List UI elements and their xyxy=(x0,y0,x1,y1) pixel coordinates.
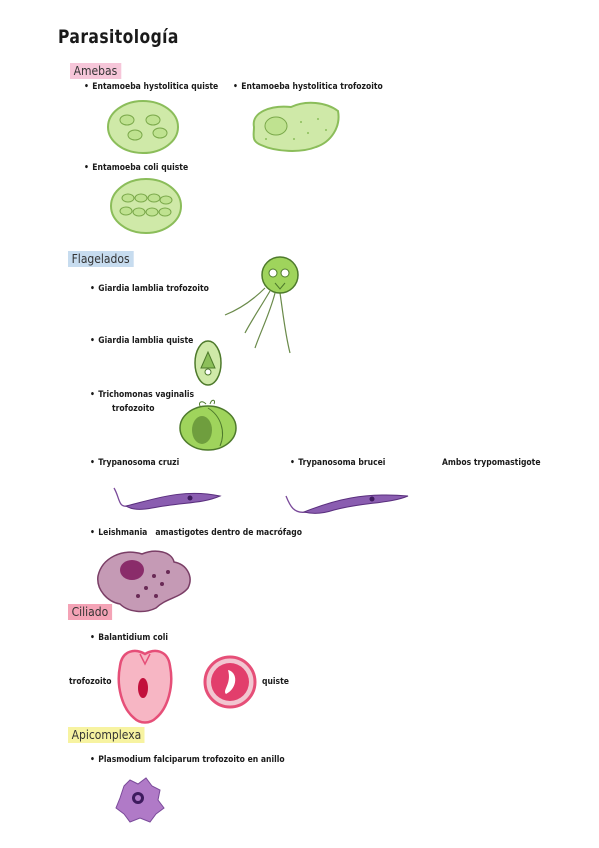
item-trypanosoma-brucei: •Trypanosoma brucei xyxy=(290,458,386,468)
bullet: • xyxy=(90,336,95,346)
section-flagelados: Flagelados xyxy=(68,251,134,267)
plasmodium-drawing xyxy=(115,777,165,823)
bullet: • xyxy=(90,633,95,643)
section-apicomplexa: Apicomplexa xyxy=(68,727,145,743)
bullet: • xyxy=(90,528,95,538)
coli-cyst-drawing xyxy=(110,178,182,234)
bullet: • xyxy=(90,390,95,400)
giardia-trophozoite-drawing xyxy=(224,256,299,354)
bullet: • xyxy=(84,82,89,92)
bullet: • xyxy=(90,284,95,294)
item-balantidium: •Balantidium coli xyxy=(90,633,169,643)
leishmania-macrophage-drawing xyxy=(97,550,191,613)
bullet: • xyxy=(290,458,295,468)
section-amebas: Amebas xyxy=(70,63,121,79)
trichomonas-drawing xyxy=(179,399,237,451)
balantidium-cyst-drawing xyxy=(203,655,257,709)
bullet: • xyxy=(84,163,89,173)
label-quiste: quiste xyxy=(262,677,289,687)
item-leishmania: •Leishmania amastigotes dentro de macróf… xyxy=(90,528,302,538)
item-coli-quiste: •Entamoeba coli quiste xyxy=(84,163,189,173)
item-histolytica-quiste: •Entamoeba hystolitica quiste xyxy=(84,82,219,92)
ambos-note: Ambos trypomastigote xyxy=(442,458,541,468)
item-trichomonas-line2: trofozoito xyxy=(112,404,155,414)
bullet: • xyxy=(233,82,238,92)
histolytica-cyst-drawing xyxy=(107,100,179,154)
trypanosoma-brucei-drawing xyxy=(285,494,409,514)
balantidium-trophozoite-drawing xyxy=(117,649,173,724)
item-giardia-trofozoito: •Giardia lamblia trofozoito xyxy=(90,284,209,294)
page-title: Parasitología xyxy=(58,26,179,48)
bullet: • xyxy=(90,458,95,468)
item-plasmodium: •Plasmodium falciparum trofozoito en ani… xyxy=(90,755,285,765)
item-giardia-quiste: •Giardia lamblia quiste xyxy=(90,336,194,346)
bullet: • xyxy=(90,755,95,765)
item-trypanosoma-cruzi: •Trypanosoma cruzi xyxy=(90,458,180,468)
trypanosoma-cruzi-drawing xyxy=(113,487,222,510)
label-trofozoito: trofozoito xyxy=(69,677,112,687)
giardia-cyst-drawing xyxy=(194,340,222,386)
item-histolytica-trofozoito: •Entamoeba hystolitica trofozoito xyxy=(233,82,383,92)
section-ciliado: Ciliado xyxy=(68,604,112,620)
histolytica-trophozoite-drawing xyxy=(252,101,340,152)
item-trichomonas: •Trichomonas vaginalis xyxy=(90,390,195,400)
